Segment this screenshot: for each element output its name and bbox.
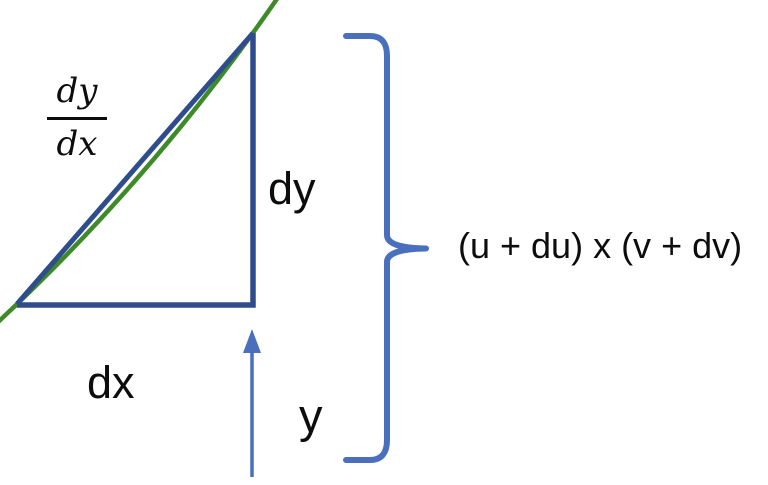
slope-line: [15, 31, 255, 306]
triangle-legs: [17, 33, 256, 308]
slope-fraction-label: dy dx: [40, 74, 114, 161]
fraction-bar: [47, 117, 107, 120]
dy-label: dy: [268, 163, 316, 214]
dx-label: dx: [87, 357, 135, 408]
product-expression-label: (u + du) x (v + dv): [458, 225, 743, 266]
fraction-denominator: dx: [56, 124, 98, 164]
y-arrow-head: [243, 329, 261, 353]
fraction-numerator: dy: [56, 71, 98, 111]
curly-brace: [343, 33, 429, 463]
y-label: y: [299, 389, 323, 442]
